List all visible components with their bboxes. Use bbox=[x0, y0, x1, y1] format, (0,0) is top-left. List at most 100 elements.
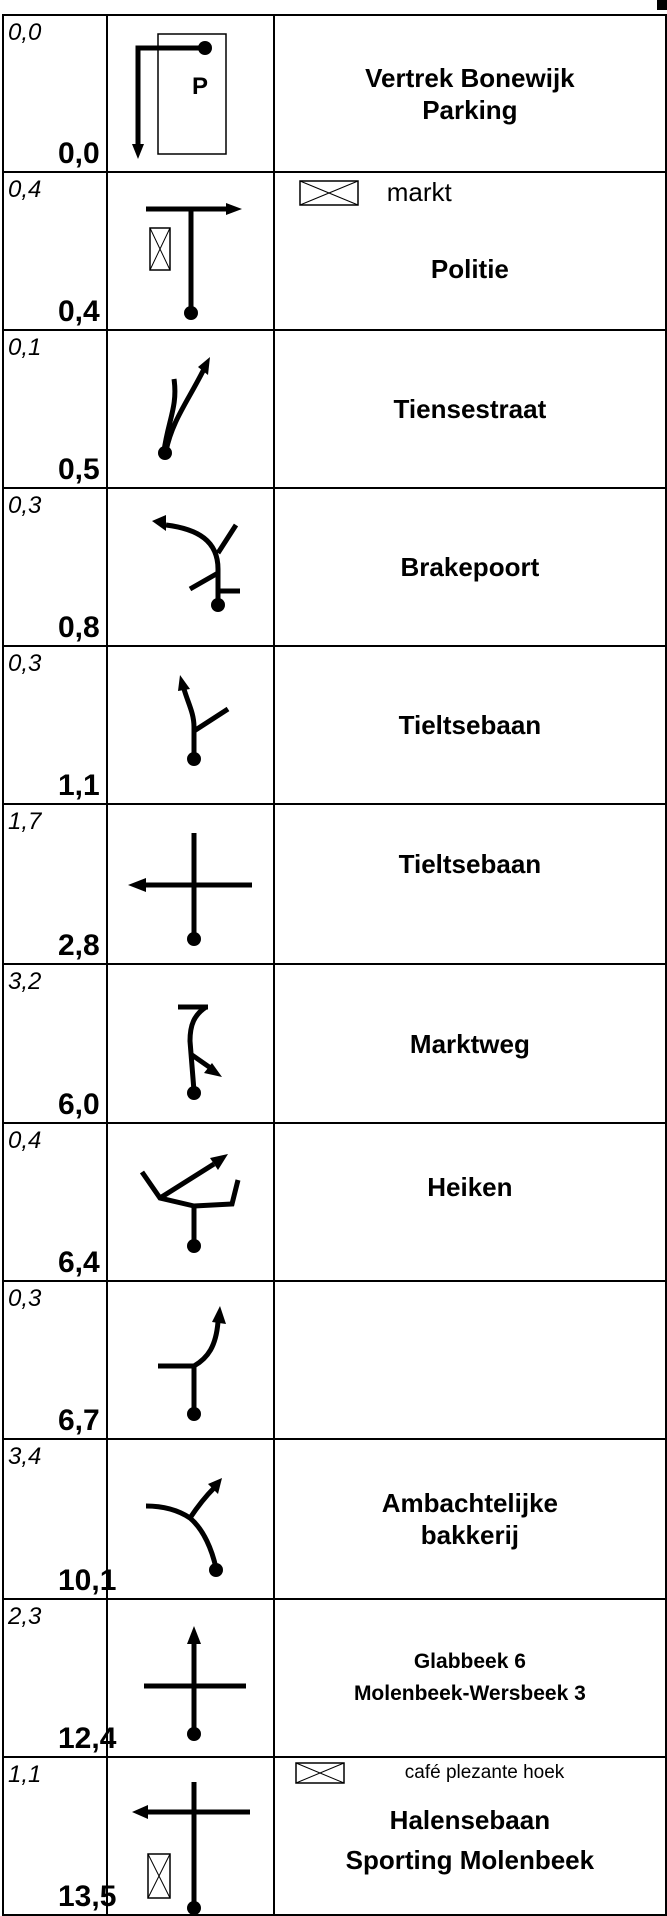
route-diagram-cell bbox=[105, 1122, 275, 1282]
description-cell: Tiensestraat bbox=[272, 329, 667, 489]
partial-distance: 2,3 bbox=[8, 1603, 42, 1630]
curve-left-icon bbox=[151, 515, 240, 612]
total-distance: 6,0 bbox=[58, 1088, 100, 1121]
table-row: 1,7 2,8 Tieltsebaan bbox=[2, 803, 667, 965]
description-text: Ambachtelijke bakkerij bbox=[381, 1488, 559, 1550]
distance-cell: 0,1 0,5 bbox=[2, 329, 108, 489]
route-diagram-cell bbox=[105, 803, 275, 965]
route-diagram-cell bbox=[105, 329, 275, 489]
description-cell: café plezante hoek Halensebaan Sporting … bbox=[272, 1756, 667, 1916]
description-cell: Marktweg bbox=[272, 963, 667, 1124]
description-cell: Ambachtelijke bakkerij bbox=[272, 1438, 667, 1600]
landmark-text: café plezante hoek bbox=[404, 1762, 565, 1783]
route-diagram-cell bbox=[105, 645, 275, 805]
parking-start-icon: P bbox=[131, 33, 227, 159]
roadbook-table: 0,0 0,0 P Vertrek Bonewijk Parking 0,4 0… bbox=[2, 14, 667, 1916]
description-cell: Heiken bbox=[272, 1122, 667, 1282]
total-distance: 6,4 bbox=[58, 1246, 100, 1279]
crossroad-straight-icon bbox=[143, 1626, 246, 1741]
total-distance: 0,5 bbox=[58, 453, 100, 486]
distance-cell: 0,3 1,1 bbox=[2, 645, 108, 805]
distance-cell: 0,3 0,8 bbox=[2, 487, 108, 647]
distance-cell: 1,7 2,8 bbox=[2, 803, 108, 965]
distance-cell: 0,4 6,4 bbox=[2, 1122, 108, 1282]
partial-distance: 0,0 bbox=[8, 19, 42, 46]
description-cell bbox=[272, 1280, 667, 1440]
description-text: Tieltsebaan bbox=[398, 710, 542, 740]
description-cell: Vertrek Bonewijk Parking bbox=[272, 14, 667, 173]
route-diagram-cell bbox=[105, 1756, 275, 1916]
table-row: 1,1 13,5 café plezante hoek Halensebaan … bbox=[2, 1756, 667, 1916]
description-text: Marktweg bbox=[409, 1028, 530, 1059]
partial-distance: 0,3 bbox=[8, 650, 42, 677]
distance-cell: 2,3 12,4 bbox=[2, 1598, 116, 1758]
description-text: Politie bbox=[430, 254, 509, 284]
description-cell: markt Politie bbox=[272, 171, 667, 331]
page-corner-mark bbox=[657, 0, 667, 10]
landmark-text: markt bbox=[386, 177, 452, 207]
description-text: Tiensestraat bbox=[393, 394, 547, 424]
table-row: 3,4 10,1 Ambachtelijke bakkerij bbox=[2, 1438, 667, 1600]
distance-cell: 1,1 13,5 bbox=[2, 1756, 116, 1916]
distance-cell: 0,4 0,4 bbox=[2, 171, 108, 331]
description-cell: Tieltsebaan bbox=[272, 803, 667, 965]
partial-distance: 0,4 bbox=[8, 176, 42, 203]
landmark-box-icon bbox=[299, 179, 359, 206]
partial-distance: 3,2 bbox=[8, 968, 42, 995]
landmark-note: café plezante hoek bbox=[295, 1762, 565, 1784]
distance-cell: 0,0 0,0 bbox=[2, 14, 108, 173]
route-diagram-cell bbox=[105, 487, 275, 647]
partial-distance: 0,4 bbox=[8, 1127, 42, 1154]
total-distance: 0,4 bbox=[58, 295, 100, 328]
description-text: Brakepoort bbox=[400, 552, 540, 582]
curve-right-up-icon bbox=[145, 1478, 223, 1577]
bend-right-icon bbox=[177, 1004, 222, 1100]
landmark-note: markt bbox=[299, 177, 452, 208]
turn-right-t-icon bbox=[145, 203, 242, 320]
description-cell: Brakepoort bbox=[272, 487, 667, 647]
distance-cell: 0,3 6,7 bbox=[2, 1280, 108, 1440]
route-diagram-cell bbox=[105, 1438, 275, 1600]
partial-distance: 0,3 bbox=[8, 492, 42, 519]
total-distance: 2,8 bbox=[58, 929, 100, 962]
route-diagram-cell: P bbox=[105, 14, 275, 173]
description-text: Tieltsebaan bbox=[398, 849, 542, 879]
description-text: Vertrek Bonewijk Parking bbox=[365, 62, 575, 125]
description-cell: Tieltsebaan bbox=[272, 645, 667, 805]
table-row: 3,2 6,0 Marktweg bbox=[2, 963, 667, 1124]
crossroad-left-icon bbox=[127, 833, 252, 946]
curve-right-icon bbox=[157, 1306, 226, 1421]
route-diagram-cell bbox=[105, 1280, 275, 1440]
landmark-box-icon bbox=[148, 227, 171, 271]
table-row: 0,3 6,7 bbox=[2, 1280, 667, 1440]
partial-distance: 0,1 bbox=[8, 334, 42, 361]
distance-cell: 3,4 10,1 bbox=[2, 1438, 116, 1600]
fork-right-icon bbox=[157, 357, 210, 460]
table-row: 2,3 12,4 Glabbeek 6 Molenbeek-Wersbeek 3 bbox=[2, 1598, 667, 1758]
landmark-box-icon bbox=[295, 1762, 345, 1784]
description-line: Molenbeek-Wersbeek 3 bbox=[353, 1682, 586, 1705]
table-row: 0,4 0,4 markt Politie bbox=[2, 171, 667, 331]
route-diagram-cell bbox=[105, 171, 275, 331]
total-distance: 1,1 bbox=[58, 769, 100, 802]
turn-left-t-icon bbox=[131, 1782, 250, 1915]
fork-left-icon bbox=[177, 675, 229, 766]
partial-distance: 0,3 bbox=[8, 1285, 42, 1312]
total-distance: 6,7 bbox=[58, 1404, 100, 1437]
table-row: 0,3 0,8 Brakepoort bbox=[2, 487, 667, 647]
table-row: 0,4 6,4 Heiken bbox=[2, 1122, 667, 1282]
route-diagram-cell bbox=[105, 963, 275, 1124]
partial-distance: 1,1 bbox=[8, 1761, 42, 1788]
description-cell: Glabbeek 6 Molenbeek-Wersbeek 3 bbox=[272, 1598, 667, 1758]
description-line: Sporting Molenbeek bbox=[345, 1845, 595, 1875]
parking-label: P bbox=[192, 73, 208, 100]
partial-distance: 1,7 bbox=[8, 808, 42, 835]
fork-multi-icon bbox=[139, 1154, 240, 1253]
description-line: Glabbeek 6 bbox=[413, 1650, 526, 1673]
total-distance: 0,8 bbox=[58, 611, 100, 644]
route-diagram-cell bbox=[105, 1598, 275, 1758]
description-text: Heiken bbox=[427, 1172, 513, 1202]
description-line: Halensebaan bbox=[389, 1805, 551, 1835]
total-distance: 0,0 bbox=[58, 137, 100, 170]
distance-cell: 3,2 6,0 bbox=[2, 963, 108, 1124]
